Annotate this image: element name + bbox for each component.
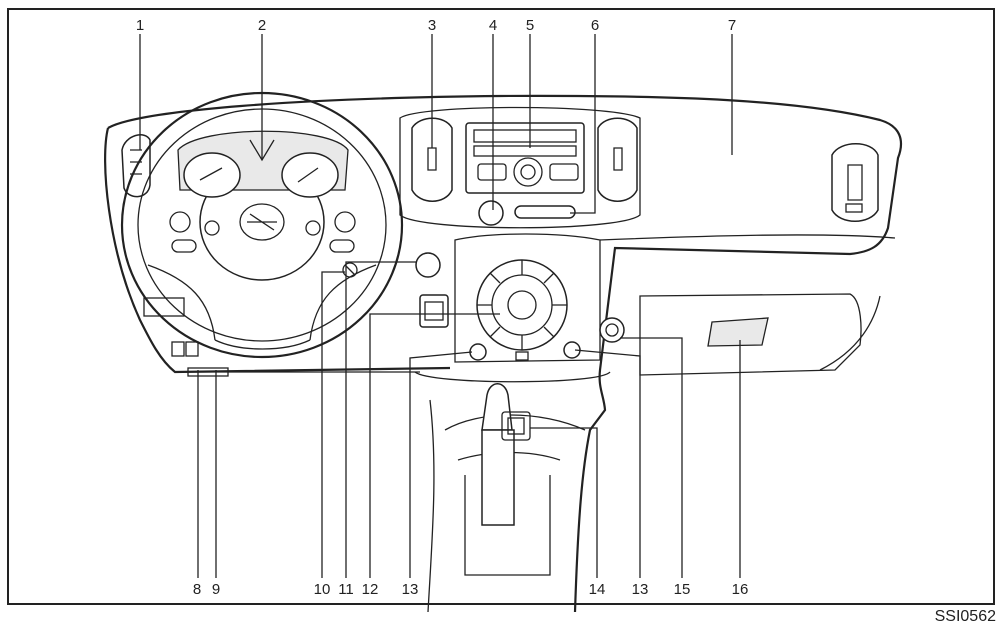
- climate-control-panel: [454, 233, 601, 363]
- right-side-vent: [831, 143, 879, 222]
- callout-label: 11: [338, 581, 354, 598]
- callout-label: 7: [728, 17, 736, 34]
- callout-label: 5: [526, 17, 534, 34]
- callout-label: 14: [589, 581, 606, 598]
- instrument-cluster: [177, 130, 349, 198]
- figure-reference-code: SSI0562: [934, 608, 996, 625]
- callout-label: 9: [212, 581, 220, 598]
- callout-label: 13: [632, 581, 649, 598]
- callout-label: 16: [732, 581, 749, 598]
- callout-label: 1: [136, 17, 144, 34]
- callout-label: 10: [314, 581, 331, 598]
- glove-box: [599, 293, 862, 376]
- callout-label: 4: [489, 17, 497, 34]
- ignition-area: [143, 252, 449, 377]
- callout-label: 13: [402, 581, 419, 598]
- callout-labels: 1 2 3 4 5 6 7 8 9 10 11 12 13 14 13 15 1…: [136, 17, 749, 598]
- callout-label: 8: [193, 581, 201, 598]
- center-console: [414, 371, 611, 613]
- callout-label: 3: [428, 17, 436, 34]
- callout-label: 6: [591, 17, 599, 34]
- dashboard-outline: [104, 94, 903, 613]
- callout-label: 12: [362, 581, 379, 598]
- callout-label: 2: [258, 17, 266, 34]
- callout-label: 15: [674, 581, 691, 598]
- center-stack: [399, 106, 641, 229]
- leader-lines: [139, 34, 741, 578]
